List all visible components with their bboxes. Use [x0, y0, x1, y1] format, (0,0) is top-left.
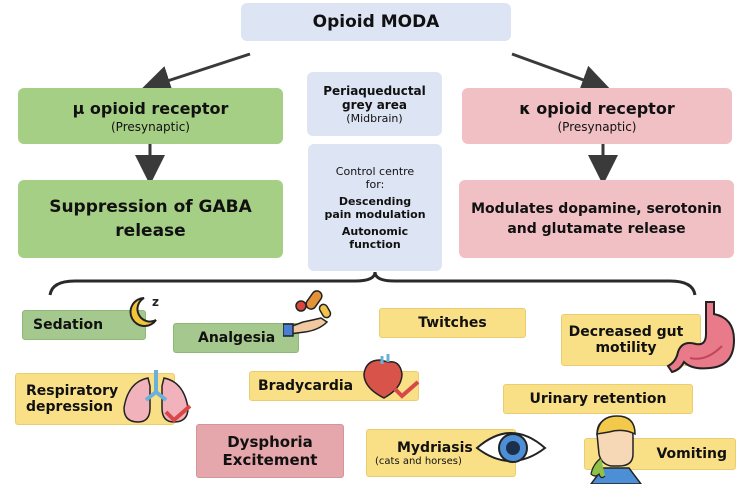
urinary-text: Urinary retention — [529, 391, 667, 407]
analgesia-text: Analgesia — [198, 330, 276, 346]
control-line1: Control centre — [335, 164, 415, 178]
vomiting-person-icon — [590, 415, 642, 484]
bradycardia-text: Bradycardia — [258, 378, 354, 394]
pag-box: Periaqueductal grey area (Midbrain) — [307, 72, 442, 136]
moon-sleep-icon: z — [129, 295, 159, 327]
mydriasis-sub: (cats and horses) — [375, 455, 462, 467]
arrow-to-kappa — [511, 52, 612, 94]
svg-text:z: z — [152, 295, 159, 309]
kappa-effect-box: Modulates dopamine, serotonin and glutam… — [459, 180, 734, 258]
effects-brace — [48, 271, 697, 296]
mu-receptor-box: μ opioid receptor (Presynaptic) — [18, 88, 283, 144]
pag-label-line2: grey area — [342, 97, 407, 112]
stomach-icon — [666, 301, 736, 374]
mydriasis-text: Mydriasis — [397, 439, 473, 456]
sedation-label: Sedation — [22, 310, 146, 340]
mu-receptor-sub: (Presynaptic) — [110, 119, 190, 134]
pag-label-line1: Periaqueductal — [323, 83, 426, 98]
control-item2-line2: function — [349, 237, 401, 251]
heart-icon — [363, 354, 420, 399]
dysphoria-label: Dysphoria Excitement — [196, 424, 344, 478]
title-box: Opioid MODA — [241, 3, 511, 41]
control-item1-line2: pain modulation — [324, 207, 426, 221]
checkmark-icon — [392, 380, 420, 399]
checkmark-icon — [164, 404, 192, 423]
control-item2-line1: Autonomic — [341, 224, 409, 238]
analgesia-label: Analgesia — [173, 323, 299, 353]
dysphoria-line2: Excitement — [222, 451, 318, 469]
respiratory-line2: depression — [26, 399, 113, 415]
control-item1-line1: Descending — [338, 194, 412, 208]
mu-receptor-label: μ opioid receptor — [72, 98, 229, 118]
kappa-receptor-label: κ opioid receptor — [519, 98, 675, 118]
arrow-to-mu — [140, 52, 251, 95]
respiratory-line1: Respiratory — [26, 383, 119, 399]
kappa-receptor-sub: (Presynaptic) — [557, 119, 637, 134]
twitches-label: Twitches — [379, 308, 526, 338]
eye-icon — [475, 432, 547, 463]
decreased-gut-line1: Decreased gut — [568, 324, 684, 340]
dysphoria-line1: Dysphoria — [227, 433, 313, 451]
pag-sub: (Midbrain) — [346, 111, 403, 125]
urinary-label: Urinary retention — [503, 384, 693, 414]
page-title: Opioid MODA — [312, 12, 440, 32]
control-line2: for: — [365, 177, 385, 191]
mu-effect-box: Suppression of GABA release — [18, 180, 283, 258]
vomiting-text: Vomiting — [656, 446, 727, 462]
kappa-effect-text: Modulates dopamine, serotonin and glutam… — [471, 201, 722, 237]
pill-hand-icon — [283, 290, 332, 337]
mu-effect-text: Suppression of GABA release — [49, 197, 252, 241]
control-centre-box: Control centre for: Descending pain modu… — [308, 144, 442, 271]
decreased-gut-line2: motility — [595, 340, 657, 356]
sedation-text: Sedation — [33, 317, 104, 333]
lungs-icon — [123, 370, 192, 423]
twitches-text: Twitches — [418, 315, 487, 331]
kappa-receptor-box: κ opioid receptor (Presynaptic) — [462, 88, 732, 144]
